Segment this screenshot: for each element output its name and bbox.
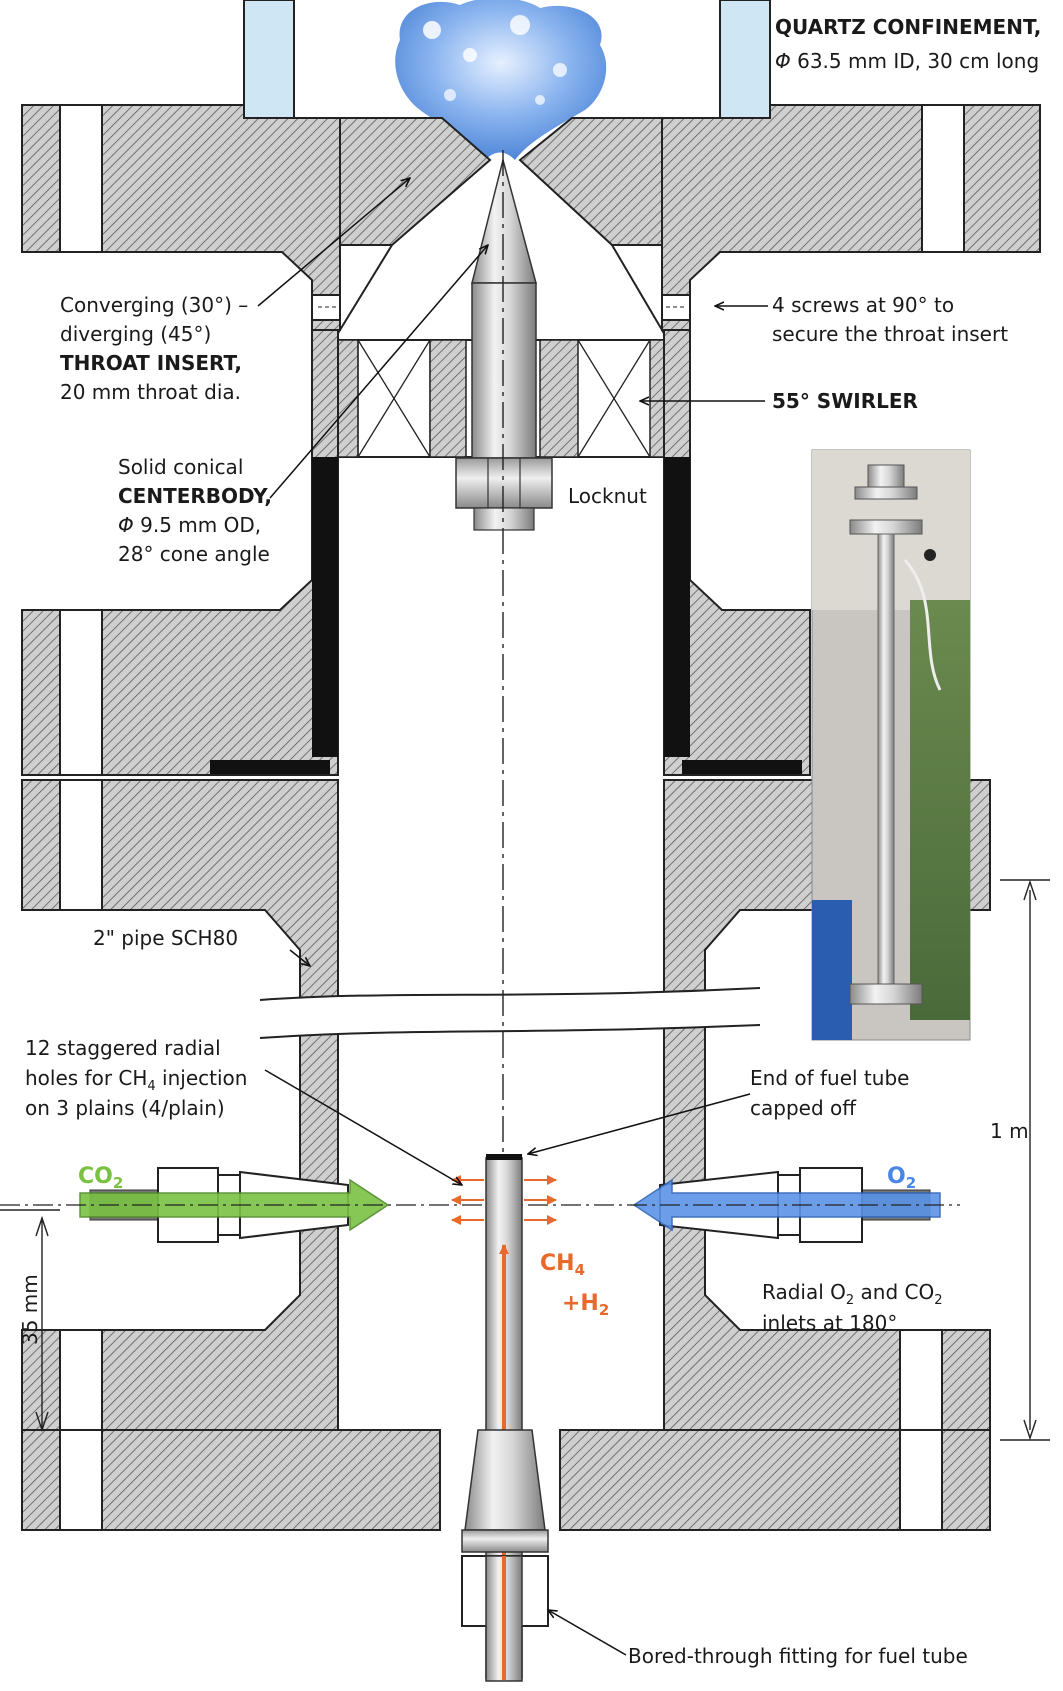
label-screws: 4 screws at 90° to secure the throat ins… bbox=[772, 293, 1008, 346]
dim-1m bbox=[1000, 879, 1050, 1441]
svg-text:CO2: CO2 bbox=[78, 1164, 123, 1192]
svg-text:+H2: +H2 bbox=[562, 1291, 609, 1319]
label-locknut: Locknut bbox=[568, 484, 647, 508]
cb-title: CENTERBODY, bbox=[118, 484, 272, 508]
quartz-wall-right bbox=[719, 0, 771, 119]
cb-line1: Solid conical bbox=[118, 455, 243, 479]
top-flange-right bbox=[661, 104, 1041, 331]
holes-line1: 12 staggered radial bbox=[25, 1036, 221, 1060]
quartz-symbol: Φ bbox=[775, 49, 791, 73]
gasket-left bbox=[210, 760, 330, 774]
label-pipe: 2" pipe SCH80 bbox=[93, 926, 238, 950]
quartz-wall-left bbox=[243, 0, 295, 119]
leader-lines bbox=[257, 178, 768, 1656]
holes-line2-sub: 4 bbox=[147, 1079, 155, 1094]
ch4-sub: 4 bbox=[575, 1261, 585, 1279]
quartz-dims: 63.5 mm ID, 30 cm long bbox=[791, 49, 1039, 73]
label-fuel-end: End of fuel tube capped off bbox=[750, 1066, 909, 1120]
top-flange-left bbox=[21, 104, 341, 331]
conv-line1: Converging (30°) – bbox=[60, 293, 248, 317]
o2-sub: 2 bbox=[906, 1174, 916, 1192]
cb-symbol: Φ bbox=[118, 513, 134, 537]
svg-text:CH4: CH4 bbox=[540, 1251, 585, 1279]
upper-pipe-right bbox=[663, 329, 811, 776]
throat-title: THROAT INSERT, bbox=[60, 351, 242, 375]
label-radial: Radial O2 and CO2 inlets at 180° bbox=[762, 1280, 943, 1335]
label-throat: Converging (30°) – diverging (45°) THROA… bbox=[60, 293, 248, 404]
svg-text:Φ 9.5 mm OD,: Φ 9.5 mm OD, bbox=[118, 513, 261, 537]
locknut bbox=[455, 457, 553, 531]
throat-insert-right bbox=[518, 117, 663, 246]
bottom-flange-left bbox=[21, 1429, 441, 1531]
h2-main: +H bbox=[562, 1291, 599, 1316]
co2-main: CO bbox=[78, 1164, 113, 1189]
radial-a: Radial O bbox=[762, 1280, 846, 1304]
h2-sub: 2 bbox=[599, 1301, 609, 1319]
cb-od: 9.5 mm OD, bbox=[134, 513, 261, 537]
dim-35mm bbox=[0, 1209, 60, 1433]
conv-line2: diverging (45°) bbox=[60, 322, 211, 346]
svg-text:holes for CH4 injection: holes for CH4 injection bbox=[25, 1066, 247, 1094]
flame bbox=[395, 0, 607, 160]
radial-line2: inlets at 180° bbox=[762, 1311, 897, 1335]
svg-text:Φ 63.5 mm ID, 30 cm long: Φ 63.5 mm ID, 30 cm long bbox=[775, 49, 1039, 73]
pipe-break bbox=[259, 987, 761, 1039]
quartz-title: QUARTZ CONFINEMENT, bbox=[775, 15, 1041, 39]
injection-arrows bbox=[451, 1175, 557, 1225]
label-35mm: 35 mm bbox=[18, 1274, 42, 1345]
label-bored: Bored-through fitting for fuel tube bbox=[628, 1644, 968, 1668]
screws-line1: 4 screws at 90° to bbox=[772, 293, 954, 317]
label-quartz: QUARTZ CONFINEMENT, Φ 63.5 mm ID, 30 cm … bbox=[775, 15, 1041, 73]
lower-body-left bbox=[21, 779, 339, 1531]
holes-line2-a: holes for CH bbox=[25, 1066, 147, 1090]
fuel-end-line1: End of fuel tube bbox=[750, 1066, 909, 1090]
ch4-main: CH bbox=[540, 1251, 575, 1276]
label-holes: 12 staggered radial holes for CH4 inject… bbox=[25, 1036, 247, 1120]
label-swirler: 55° SWIRLER bbox=[772, 389, 918, 413]
apparatus-photo bbox=[811, 449, 971, 1041]
radial-b: and CO bbox=[854, 1280, 934, 1304]
co2-sub: 2 bbox=[113, 1174, 123, 1192]
bottom-flange-right bbox=[559, 1429, 991, 1531]
screws-line2: secure the throat insert bbox=[772, 322, 1008, 346]
gasket-right bbox=[682, 760, 802, 774]
svg-text:O2: O2 bbox=[887, 1164, 916, 1192]
label-centerbody: Solid conical CENTERBODY, Φ 9.5 mm OD, 2… bbox=[118, 455, 272, 566]
radial-sub2: 2 bbox=[934, 1293, 942, 1308]
bored-fitting bbox=[461, 1429, 549, 1682]
holes-line2-b: injection bbox=[156, 1066, 248, 1090]
throat-insert-left bbox=[339, 117, 492, 246]
holes-line3: on 3 plains (4/plain) bbox=[25, 1096, 225, 1120]
radial-sub1: 2 bbox=[846, 1293, 854, 1308]
upper-pipe-left bbox=[21, 329, 339, 776]
o2-main: O bbox=[887, 1164, 906, 1189]
svg-text:Radial O2 and CO2: Radial O2 and CO2 bbox=[762, 1280, 943, 1308]
cb-angle: 28° cone angle bbox=[118, 542, 270, 566]
label-1m: 1 m bbox=[990, 1119, 1029, 1143]
fuel-end-line2: capped off bbox=[750, 1096, 857, 1120]
throat-dia: 20 mm throat dia. bbox=[60, 380, 241, 404]
centerbody bbox=[471, 157, 537, 459]
